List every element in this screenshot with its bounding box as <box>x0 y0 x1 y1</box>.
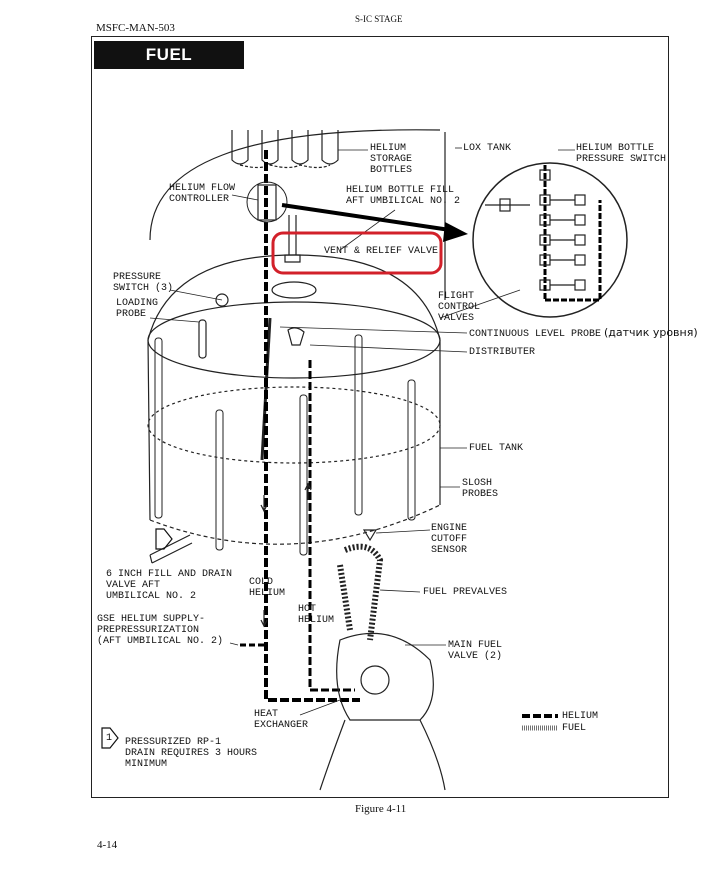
engine-cutoff-sensor <box>362 529 378 542</box>
legend-helium-label: HELIUM <box>562 711 599 722</box>
figure-banner: FUEL SUBSYSTEMS <box>94 41 244 92</box>
label-continuous-level-probe-ru: (датчик уровня) <box>604 326 698 339</box>
helium-line-hot <box>308 360 355 692</box>
label-distributer: DISTRIBUTER <box>469 347 536 358</box>
fill-note-symbol <box>155 528 173 550</box>
pressure-switch-icon <box>215 293 229 307</box>
vent-relief-highlight <box>271 231 443 275</box>
label-helium-bottle-pressure-switch: HELIUM BOTTLE PRESSURE SWITCH <box>576 143 667 165</box>
label-fill-drain-valve: 6 INCH FILL AND DRAIN VALVE AFT UMBILICA… <box>106 569 233 602</box>
label-main-fuel-valve: MAIN FUEL VALVE (2) <box>448 640 503 662</box>
pressure-switch-bottle <box>539 169 551 181</box>
loading-probe <box>198 319 207 359</box>
distributer <box>287 327 305 346</box>
label-helium-bottle-fill: HELIUM BOTTLE FILL AFT UMBILICAL NO. 2 <box>346 185 461 207</box>
continuous-level-probe <box>260 317 272 461</box>
detail-pointer-arrow <box>281 203 451 232</box>
label-helium-flow-controller: HELIUM FLOW CONTROLLER <box>169 183 236 205</box>
page-number: 4-14 <box>97 839 118 851</box>
detail-inset <box>472 162 628 318</box>
label-lox-tank: LOX TANK <box>463 143 512 154</box>
helium-bottles <box>231 130 339 165</box>
label-pressure-switch: PRESSURE SWITCH (3) <box>113 272 174 294</box>
label-engine-cutoff-sensor: ENGINE CUTOFF SENSOR <box>431 523 468 556</box>
helium-flow-controller <box>257 184 277 221</box>
slosh-probes <box>154 334 416 556</box>
label-fuel-tank: FUEL TANK <box>469 443 524 454</box>
label-slosh-probes: SLOSH PROBES <box>462 478 499 500</box>
engine-nozzle <box>319 719 446 791</box>
note-symbol <box>101 727 119 749</box>
label-gse-helium: GSE HELIUM SUPPLY- PREPRESSURIZATION (AF… <box>97 614 224 647</box>
label-hot-helium: HOT HELIUM <box>298 604 335 626</box>
label-fuel-prevalves: FUEL PREVALVES <box>423 587 508 598</box>
figure-caption: Figure 4-11 <box>355 803 407 815</box>
lox-tank-dome <box>149 129 441 241</box>
figure-frame <box>91 36 669 798</box>
label-heat-exchanger: HEAT EXCHANGER <box>254 709 309 731</box>
note-text: PRESSURIZED RP-1 DRAIN REQUIRES 3 HOURS … <box>125 737 258 770</box>
note-number: 1 <box>106 733 113 744</box>
label-helium-storage: HELIUM STORAGE BOTTLES <box>370 143 413 176</box>
label-vent-relief-valve: VENT & RELIEF VALVE <box>324 246 439 257</box>
legend-fuel-label: FUEL <box>562 723 587 734</box>
engine <box>336 632 434 721</box>
section-title: S-IC STAGE <box>355 14 403 24</box>
label-loading-probe: LOADING PROBE <box>116 298 159 320</box>
tank-top-fitting <box>271 281 317 299</box>
fuel-prevalves <box>337 543 384 641</box>
fill-drain-valve <box>149 534 193 564</box>
helium-line-main <box>264 150 360 702</box>
label-flight-control-valves: FLIGHT CONTROL VALVES <box>438 291 481 324</box>
doc-id: MSFC-MAN-503 <box>96 22 175 34</box>
label-continuous-level-probe: CONTINUOUS LEVEL PROBE <box>469 329 602 340</box>
vent-relief-valve <box>284 215 301 263</box>
flight-control-valves <box>539 194 586 291</box>
label-cold-helium: COLD HELIUM <box>249 577 286 599</box>
